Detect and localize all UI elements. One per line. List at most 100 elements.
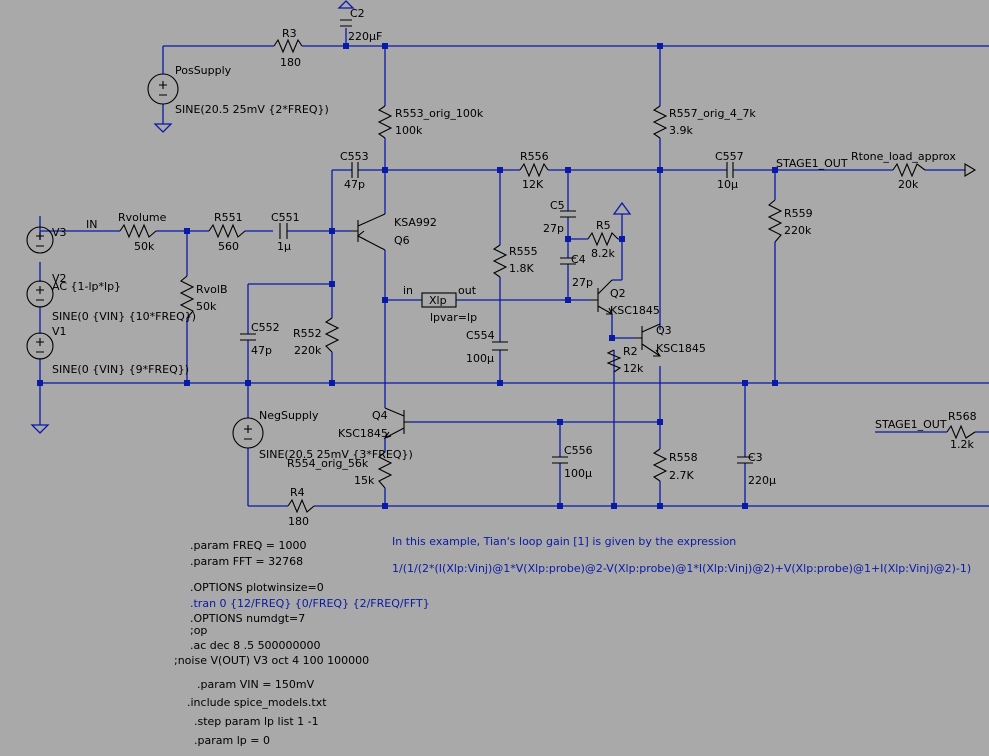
- label-r2-value: 12k: [623, 362, 644, 375]
- label-r5: R5: [596, 219, 611, 232]
- label-neg-supply-source: SINE(20.5 25mV {3*FREQ}): [259, 448, 413, 461]
- label-c5-value: 27p: [543, 222, 564, 235]
- label-r551-value: 560: [218, 240, 239, 253]
- label-r556-value: 12K: [522, 178, 544, 191]
- label-r555-value: 1.8K: [509, 262, 534, 275]
- label-c3: C3: [748, 451, 763, 464]
- label-c551: C551: [271, 211, 300, 224]
- label-xlp-in: in: [403, 284, 413, 297]
- label-r558: R558: [669, 451, 698, 464]
- voltage-source-symbols: [26, 73, 264, 449]
- label-c553-value: 47p: [344, 178, 365, 191]
- label-xlp-out: out: [458, 284, 477, 297]
- label-r551: R551: [214, 211, 243, 224]
- label-c556-value: 100µ: [564, 467, 592, 480]
- directive-param-fft: .param FFT = 32768: [190, 555, 303, 568]
- label-v3: V3: [52, 226, 67, 239]
- label-q3-model: KSC1845: [656, 342, 706, 355]
- directive-op-commented: ;op: [190, 624, 207, 637]
- label-r558-value: 2.7K: [669, 469, 694, 482]
- comment-line-2: 1/(1/(2*(I(Xlp:Vinj)@1*V(Xlp:probe)@2-V(…: [392, 562, 971, 575]
- label-r3: R3: [282, 27, 297, 40]
- label-v2-ac: AC {1-lp*lp}: [52, 280, 121, 293]
- label-q2-model: KSC1845: [610, 304, 660, 317]
- label-c2-value: 220µF: [348, 30, 382, 43]
- label-c556: C556: [564, 444, 593, 457]
- resistor-symbols: [119, 38, 976, 514]
- label-r3-value: 180: [280, 56, 301, 69]
- component-labels: C2 220µF R3 180 PosSupply SINE(20.5 25mV…: [52, 7, 977, 528]
- label-v1: V1: [52, 325, 67, 338]
- directive-ac: .ac dec 8 .5 500000000: [190, 639, 321, 652]
- directive-options-numdgt: .OPTIONS numdgt=7: [190, 612, 305, 625]
- label-q6: Q6: [394, 234, 410, 247]
- label-r553: R553_orig_100k: [395, 107, 484, 120]
- label-pos-supply: PosSupply: [175, 64, 232, 77]
- label-r4-value: 180: [288, 515, 309, 528]
- label-r554: R554_orig_56k: [287, 457, 369, 470]
- junctions: [37, 43, 778, 509]
- label-c554: C554: [466, 329, 495, 342]
- label-r555: R555: [509, 245, 538, 258]
- label-stage1-out-2: STAGE1_OUT: [875, 418, 947, 431]
- label-c551-value: 1µ: [277, 240, 291, 253]
- directive-param-vin: .param VIN = 150mV: [197, 678, 315, 691]
- label-c4-value: 27p: [572, 276, 593, 289]
- label-rvolume-value: 50k: [134, 240, 155, 253]
- directive-param-lp: .param lp = 0: [194, 734, 270, 747]
- label-rvolb-value: 50k: [196, 300, 217, 313]
- comment-line-1: In this example, Tian's loop gain [1] is…: [392, 535, 736, 548]
- directive-step: .step param lp list 1 -1: [194, 715, 319, 728]
- label-r552-value: 220k: [294, 344, 322, 357]
- label-xlp: Xlp: [429, 294, 447, 307]
- label-r552: R552: [293, 327, 322, 340]
- label-ksa992: KSA992: [394, 216, 437, 229]
- label-c3-value: 220µ: [748, 474, 776, 487]
- directive-tran: .tran 0 {12/FREQ} {0/FREQ} {2/FREQ/FFT}: [190, 597, 430, 610]
- label-c4: C4: [571, 253, 586, 266]
- label-v2: V2: [52, 272, 67, 285]
- directive-include: .include spice_models.txt: [187, 696, 327, 709]
- label-stage1-out: STAGE1_OUT: [776, 157, 848, 170]
- label-c2: C2: [350, 7, 365, 20]
- label-c553: C553: [340, 150, 369, 163]
- label-r559-value: 220k: [784, 224, 812, 237]
- label-r554-value: 15k: [354, 474, 375, 487]
- spice-directives: .param FREQ = 1000 .param FFT = 32768 .O…: [174, 539, 430, 747]
- label-r568-value: 1.2k: [950, 438, 974, 451]
- label-r559: R559: [784, 207, 813, 220]
- schematic-comment: In this example, Tian's loop gain [1] is…: [392, 535, 971, 575]
- label-r4: R4: [290, 486, 305, 499]
- label-in-net: IN: [86, 218, 97, 231]
- directive-param-freq: .param FREQ = 1000: [190, 539, 306, 552]
- label-q4: Q4: [372, 409, 388, 422]
- label-rvolb: RvolB: [196, 283, 228, 296]
- label-r556: R556: [520, 150, 549, 163]
- label-v1-source: SINE(0 {VIN} {9*FREQ}): [52, 363, 189, 376]
- label-r557: R557_orig_4_7k: [669, 107, 756, 120]
- label-r557-value: 3.9k: [669, 124, 693, 137]
- capacitor-symbols: [240, 19, 753, 464]
- label-c557: C557: [715, 150, 744, 163]
- directive-options-plotwinsize: .OPTIONS plotwinsize=0: [190, 581, 324, 594]
- label-pos-supply-source: SINE(20.5 25mV {2*FREQ}): [175, 103, 329, 116]
- label-r2: R2: [623, 345, 638, 358]
- transistor-symbols: [350, 163, 977, 440]
- label-r553-value: 100k: [395, 124, 423, 137]
- label-rtone-value: 20k: [898, 178, 919, 191]
- label-c552-value: 47p: [251, 344, 272, 357]
- label-c5: C5: [550, 199, 565, 212]
- label-v2-source: SINE(0 {VIN} {10*FREQ}): [52, 310, 196, 323]
- label-c557-value: 10µ: [717, 178, 738, 191]
- label-c554-value: 100µ: [466, 352, 494, 365]
- label-xlp-param: lpvar=lp: [430, 311, 477, 324]
- label-c552: C552: [251, 321, 280, 334]
- label-rtone: Rtone_load_approx: [851, 150, 956, 163]
- directive-noise-commented: ;noise V(OUT) V3 oct 4 100 100000: [174, 654, 369, 667]
- label-q2: Q2: [610, 287, 626, 300]
- label-r568: R568: [948, 410, 977, 423]
- label-q3: Q3: [656, 324, 672, 337]
- label-q4-model: KSC1845: [338, 427, 388, 440]
